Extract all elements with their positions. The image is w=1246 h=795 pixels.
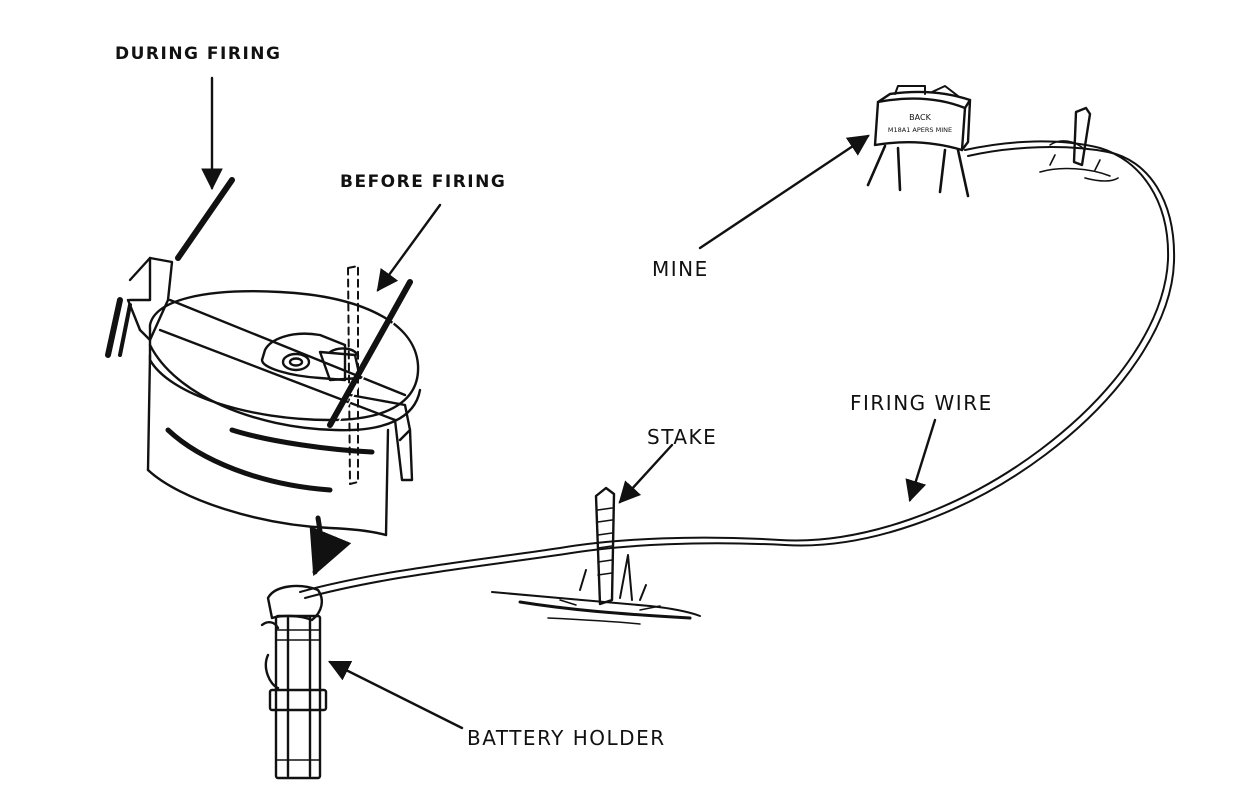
mine-face-line1: BACK <box>909 113 931 122</box>
mine-drawing <box>866 85 972 198</box>
stake-drawing <box>491 486 701 625</box>
connect-arrow <box>309 515 352 577</box>
before-firing-arrow <box>376 203 442 292</box>
firing-wire <box>299 140 1176 599</box>
battery-holder-arrow <box>328 660 464 730</box>
firing-wire-arrow <box>905 418 937 503</box>
firing-device <box>105 177 422 537</box>
battery-holder-drawing <box>260 584 328 780</box>
label-stake: STAKE <box>647 425 718 449</box>
anchor-stake-drawing <box>1039 106 1119 182</box>
label-before-firing: BEFORE FIRING <box>340 172 507 192</box>
label-firing-wire: FIRING WIRE <box>850 391 993 415</box>
label-battery-holder: BATTERY HOLDER <box>467 726 666 750</box>
mine-face-line2: M18A1 APERS MINE <box>888 126 952 134</box>
mine-arrow <box>698 134 870 250</box>
label-during-firing: DURING FIRING <box>115 44 282 64</box>
stake-arrow <box>618 443 674 504</box>
label-mine: MINE <box>652 257 709 281</box>
